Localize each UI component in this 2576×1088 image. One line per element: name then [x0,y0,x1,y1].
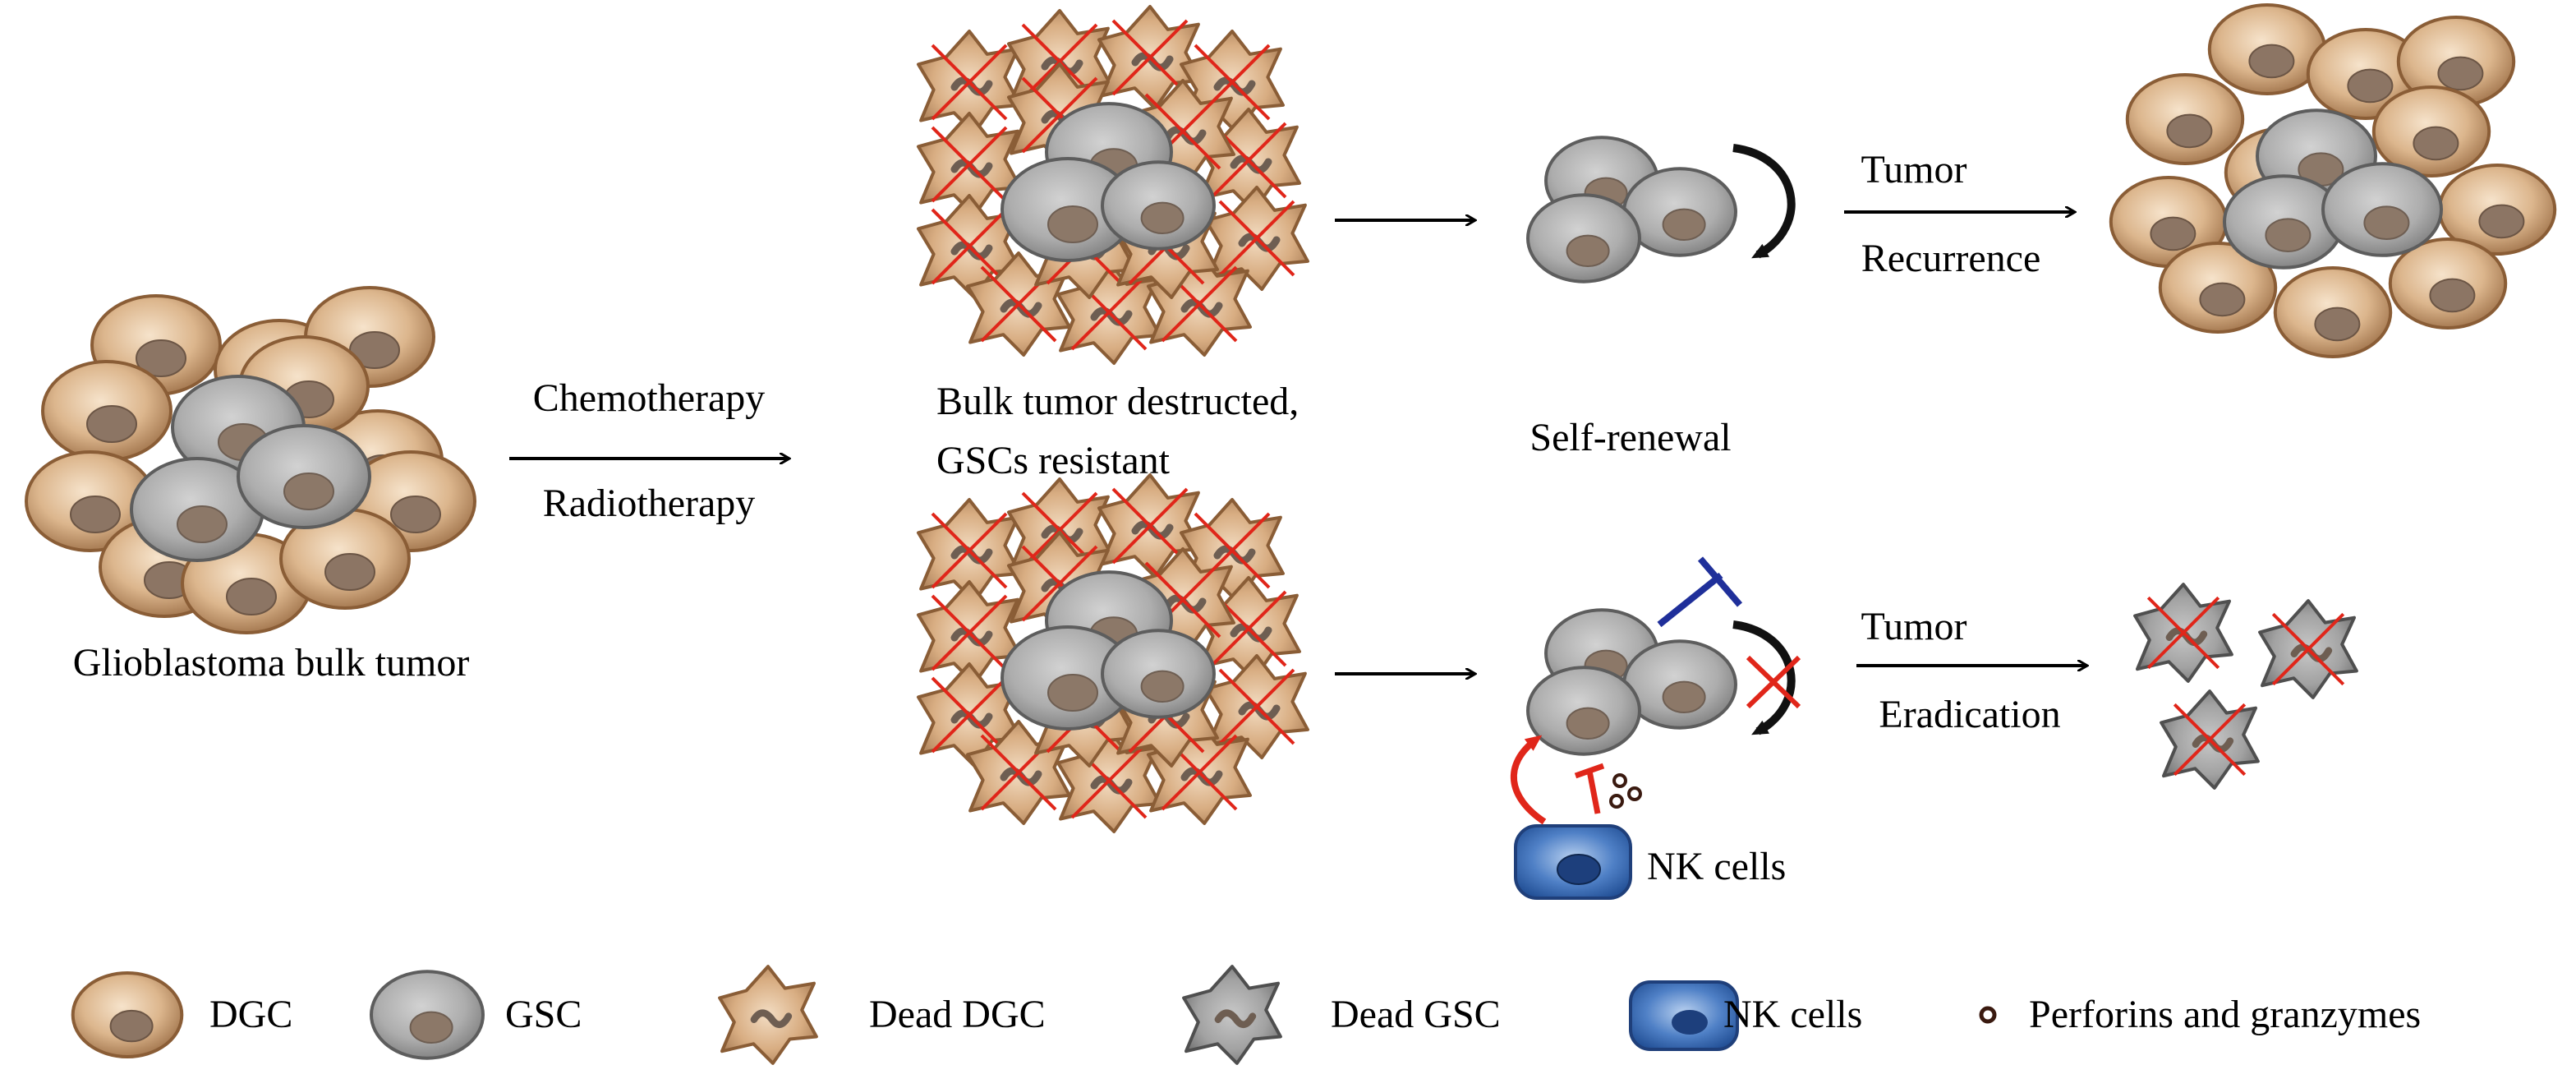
dead-dgc-cell [917,112,1022,217]
dgc-cell [2396,16,2516,108]
resistant-gsc-cluster-top [1526,136,1737,284]
glioblastoma-bulk-tumor-cluster [25,286,476,634]
destructed-label-line1: Bulk tumor destructed, [936,380,1299,423]
legend-perforin-granule-icon [1979,1006,1997,1024]
dead-dgc-cell [1097,5,1203,110]
dgc-cell [2158,242,2278,334]
dgc-cell [2371,85,2491,177]
legend-gsc-label: GSC [505,993,582,1036]
legend-nk-cell-icon [1629,980,1739,1051]
self-renewal-arrow-icon [1732,144,1796,259]
dead-gsc-cell [1182,965,1282,1065]
destructed-label-line2: GSCs resistant [936,439,1171,482]
dead-gsc-cell [2133,583,2233,683]
dead-dgc-cell [1196,576,1301,681]
tumor-label-bottom: Tumor [1861,605,1967,648]
resistant-gsc-cluster-bottom [1526,608,1737,756]
dead-dgc-cell [1147,720,1252,825]
self-renewal-label: Self-renewal [1530,416,1731,459]
radiotherapy-label: Radiotherapy [543,482,756,525]
legend-dgc-label: DGC [209,993,292,1036]
dead-dgc-cell [1204,186,1309,291]
dead-dgc-cell [1147,251,1252,357]
inhibition-icon [1657,556,1743,628]
legend-nk-cells-label: NK cells [1723,993,1862,1036]
gsc-cell [1622,167,1737,257]
gsc-cell [237,424,371,529]
legend-dead-dgc-label: Dead DGC [869,993,1046,1036]
gsc-cell [1101,629,1216,719]
dead-dgc-cell [1097,473,1203,579]
nk-cell-nucleus [1557,854,1601,885]
nk-cells-label: NK cells [1647,845,1786,888]
nk-cytotoxic-inhibition-icon [1574,763,1605,814]
dgc-cell [2125,73,2245,165]
dead-gsc-cell [2160,689,2260,790]
recurrence-label: Recurrence [1861,237,2041,280]
dgc-cell [2388,237,2508,330]
dgc-cell [2207,3,2327,95]
dgc-cell [41,360,172,462]
chemotherapy-label: Chemotherapy [533,376,766,420]
dgc-cell [71,971,184,1058]
gsc-cell [1000,157,1135,262]
eradication-label: Eradication [1879,693,2060,736]
destructed-tumor-cluster-bottom [917,473,1309,833]
tumor-label-top: Tumor [1861,148,1967,191]
dgc-cell [2273,266,2393,358]
legend-perforins-label: Perforins and granzymes [2029,993,2421,1036]
gsc-cell [1101,160,1216,251]
legend-dead-gsc-label: Dead GSC [1331,993,1501,1036]
perforin-granules-icon [1609,773,1642,809]
destructed-tumor-cluster-top [917,5,1309,365]
gsc-cell [130,457,264,562]
gsc-cell [1526,193,1641,284]
dead-gsc-cell [2258,599,2358,699]
bulk-tumor-label: Glioblastoma bulk tumor [73,641,470,685]
nk-activation-arrow-icon [1510,735,1547,825]
blocked-self-renewal-arrow-icon [1732,620,1801,735]
recurrent-tumor-cluster [2109,3,2557,358]
dgc-cell [345,450,476,552]
gsc-cell [370,970,485,1060]
gsc-cell [1526,666,1641,756]
legend-icons [71,965,1739,1065]
gsc-cell [2321,162,2443,257]
dead-dgc-cell [718,965,818,1065]
dead-gsc-cluster [2133,583,2358,790]
